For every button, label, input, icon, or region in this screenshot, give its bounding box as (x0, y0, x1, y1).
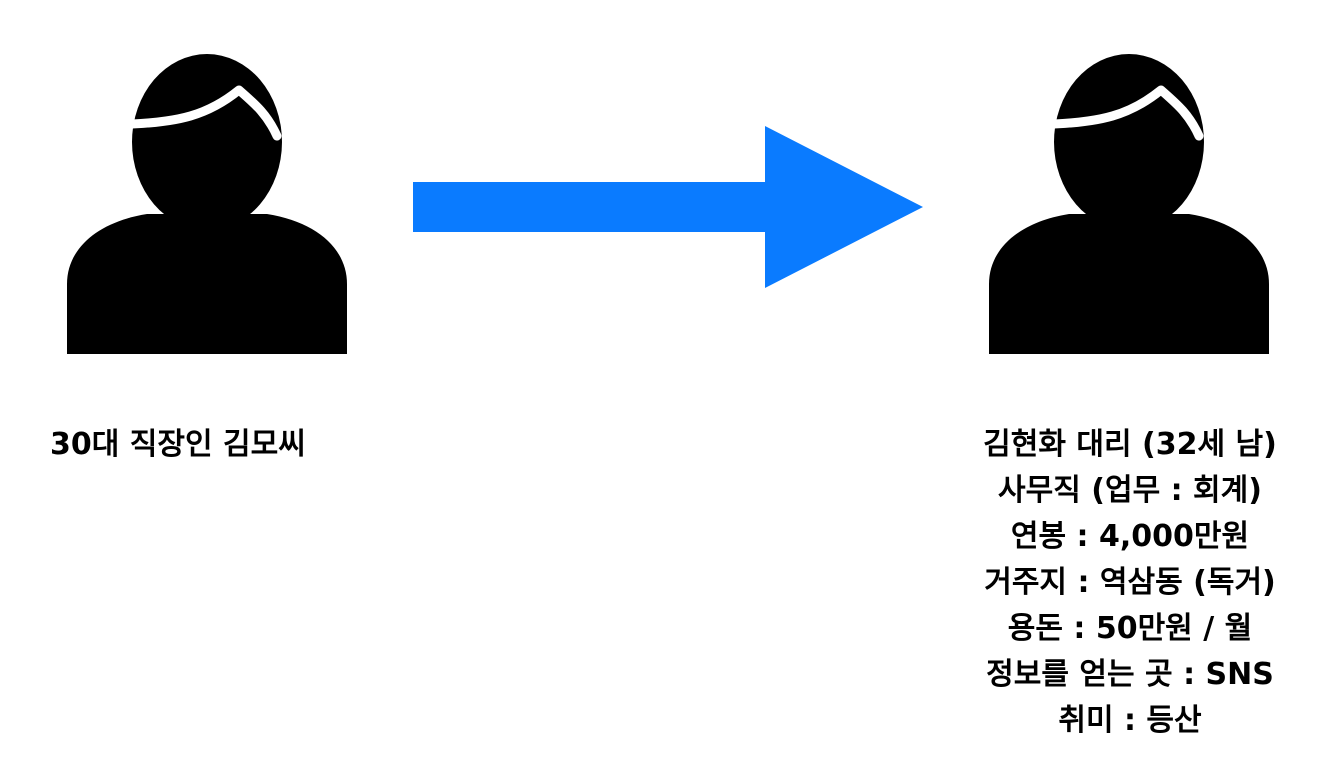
profile-line-allowance: 용돈 : 50만원 / 월 (1007, 611, 1253, 646)
profile-line-info-source: 정보를 얻는 곳 : SNS (986, 657, 1274, 692)
arrow-svg (413, 126, 923, 288)
profile-line-salary: 연봉 : 4,000만원 (1010, 519, 1250, 554)
right-person-profile: 김현화 대리 (32세 남) 사무직 (업무 : 회계) 연봉 : 4,000만… (930, 422, 1330, 744)
person-icon (989, 54, 1269, 354)
left-person-label: 30대 직장인 김모씨 (50, 427, 306, 462)
person-right-svg (989, 54, 1269, 354)
arrow-shape (413, 126, 923, 288)
profile-line-job: 사무직 (업무 : 회계) (998, 473, 1262, 508)
profile-line-residence: 거주지 : 역삼동 (독거) (984, 565, 1276, 600)
profile-line-hobby: 취미 : 등산 (1058, 703, 1202, 738)
person-icon (67, 54, 347, 354)
person-left-svg (67, 54, 347, 354)
right-arrow-icon (413, 126, 923, 288)
profile-line-name: 김현화 대리 (32세 남) (983, 427, 1277, 462)
